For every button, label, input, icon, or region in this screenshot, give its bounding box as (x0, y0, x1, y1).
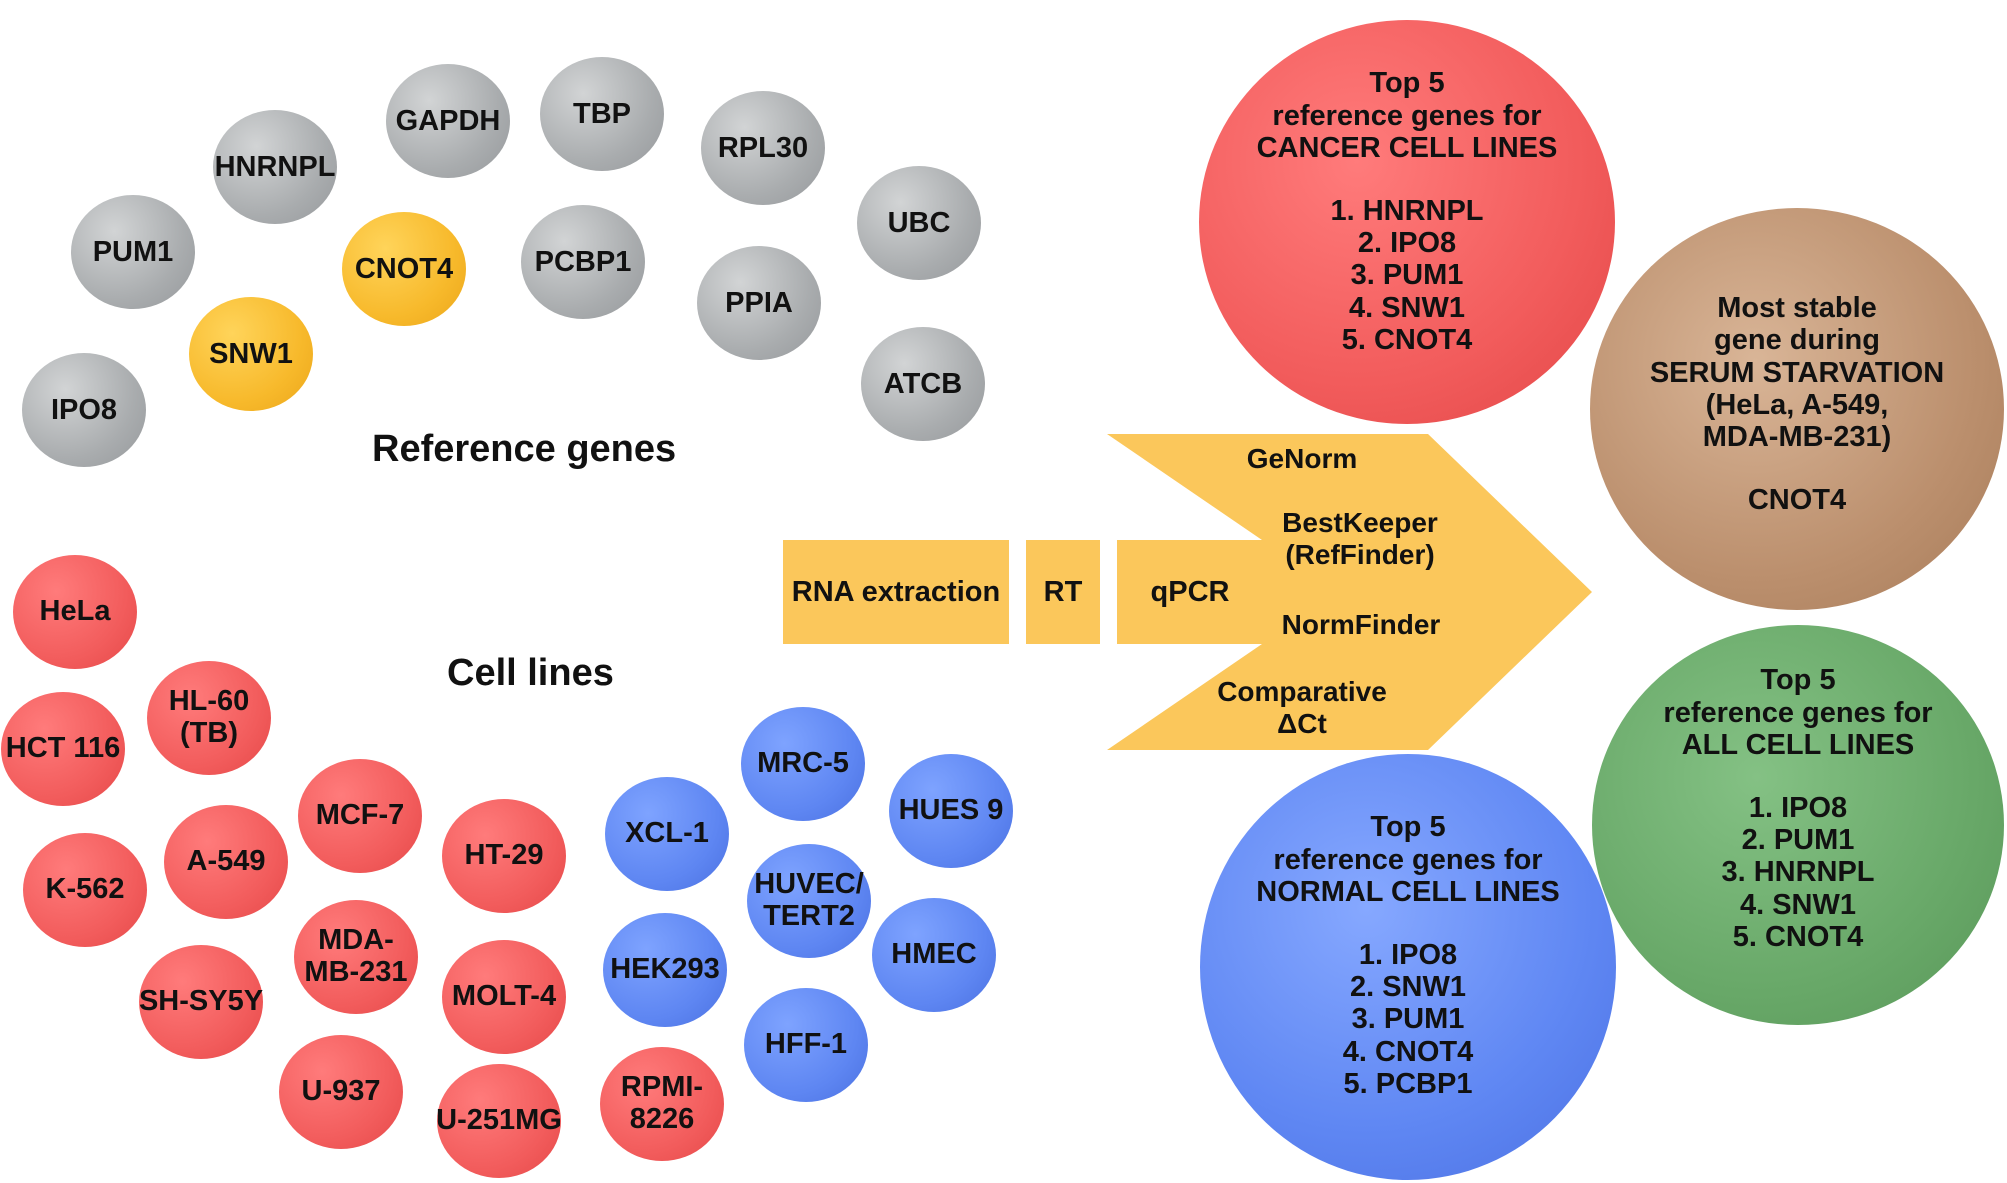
result-cancer-item: 4. SNW1 (1348, 291, 1465, 324)
result-cancer-title: Top 5 reference genes for CANCER CELL LI… (1256, 67, 1558, 165)
gene-ppia: PPIA (697, 246, 821, 360)
cancer-cell-line: A-549 (164, 805, 288, 919)
cancer-cell-line: SH-SY5Y (139, 945, 263, 1059)
normal-cell-line: HFF-1 (744, 988, 868, 1102)
algorithm-comparative-dct: Comparative ΔCt (1217, 676, 1387, 740)
gene-hnrnpl: HNRNPL (213, 110, 337, 224)
qpcr-arrow-shape (1107, 434, 1592, 750)
result-serum-starvation: Most stable gene during SERUM STARVATION… (1590, 208, 2004, 610)
result-all-cell-lines: Top 5 reference genes for ALL CELL LINES… (1592, 625, 2004, 1025)
step-rt: RT (1026, 540, 1100, 644)
result-starvation-gene: CNOT4 (1747, 483, 1847, 516)
gene-atcb: ATCB (861, 327, 985, 441)
step-rna-extraction: RNA extraction (783, 540, 1009, 644)
result-normal-item: 1. IPO8 (1358, 938, 1458, 971)
algorithm-genorm: GeNorm (1246, 443, 1358, 474)
result-all-title: Top 5 reference genes for ALL CELL LINES (1663, 664, 1933, 762)
cancer-cell-line: MCF-7 (298, 759, 422, 873)
result-all-item: 1. IPO8 (1748, 791, 1848, 824)
gene-ubc: UBC (857, 166, 981, 280)
result-normal-item: 2. SNW1 (1349, 971, 1466, 1003)
gene-ipo8: IPO8 (22, 353, 146, 467)
result-cancer-cell-lines: Top 5 reference genes for CANCER CELL LI… (1199, 20, 1615, 424)
result-cancer-item: 5. CNOT4 (1341, 324, 1473, 357)
cell-lines-heading: Cell lines (447, 652, 614, 694)
result-normal-title: Top 5 reference genes for NORMAL CELL LI… (1256, 811, 1560, 909)
normal-cell-line: HEK293 (603, 913, 727, 1027)
reference-genes-heading: Reference genes (372, 428, 677, 470)
cancer-cell-line: MOLT-4 (442, 940, 566, 1054)
cancer-cell-line: U-251MG (436, 1064, 562, 1178)
algorithm-normfinder: NormFinder (1281, 609, 1441, 640)
step-qpcr: qPCR (1150, 575, 1230, 608)
cancer-cell-line: HT-29 (442, 799, 566, 913)
gene-rpl30: RPL30 (701, 91, 825, 205)
cancer-cell-line: K-562 (23, 833, 147, 947)
cancer-cell-line: HCT 116 (1, 692, 125, 806)
normal-cell-line: HUES 9 (889, 754, 1013, 868)
result-normal-cell-lines: Top 5 reference genes for NORMAL CELL LI… (1200, 754, 1616, 1180)
gene-gapdh: GAPDH (386, 64, 510, 178)
gene-pum1: PUM1 (71, 195, 195, 309)
result-normal-item: 4. CNOT4 (1342, 1035, 1474, 1068)
cancer-cell-line: U-937 (279, 1035, 403, 1149)
normal-cell-line: HMEC (872, 898, 996, 1012)
result-all-item: 2. PUM1 (1741, 824, 1855, 856)
result-starvation-title: Most stable gene during SERUM STARVATION… (1649, 291, 1945, 454)
result-all-item: 5. CNOT4 (1732, 921, 1864, 954)
result-normal-item: 5. PCBP1 (1343, 1068, 1473, 1101)
algorithm-bestkeeper: BestKeeper (RefFinder) (1282, 507, 1438, 571)
result-normal-item: 3. PUM1 (1351, 1003, 1465, 1036)
result-cancer-item: 2. IPO8 (1357, 227, 1457, 259)
result-cancer-item: 1. HNRNPL (1330, 194, 1484, 227)
gene-snw1: SNW1 (189, 297, 313, 411)
normal-cell-line: XCL-1 (605, 777, 729, 891)
gene-pcbp1: PCBP1 (521, 205, 645, 319)
cancer-cell-line: RPMI- 8226 (600, 1047, 724, 1161)
cancer-cell-line: HeLa (13, 555, 137, 669)
result-all-item: 3. HNRNPL (1721, 856, 1875, 889)
result-cancer-item: 3. PUM1 (1350, 259, 1464, 292)
cancer-cell-line: HL-60 (TB) (147, 661, 271, 775)
result-all-item: 4. SNW1 (1739, 888, 1856, 921)
normal-cell-line: MRC-5 (741, 707, 865, 821)
normal-cell-line: HUVEC/ TERT2 (747, 844, 871, 958)
gene-tbp: TBP (540, 57, 664, 171)
cancer-cell-line: MDA- MB-231 (294, 900, 418, 1014)
gene-cnot4: CNOT4 (342, 212, 466, 326)
